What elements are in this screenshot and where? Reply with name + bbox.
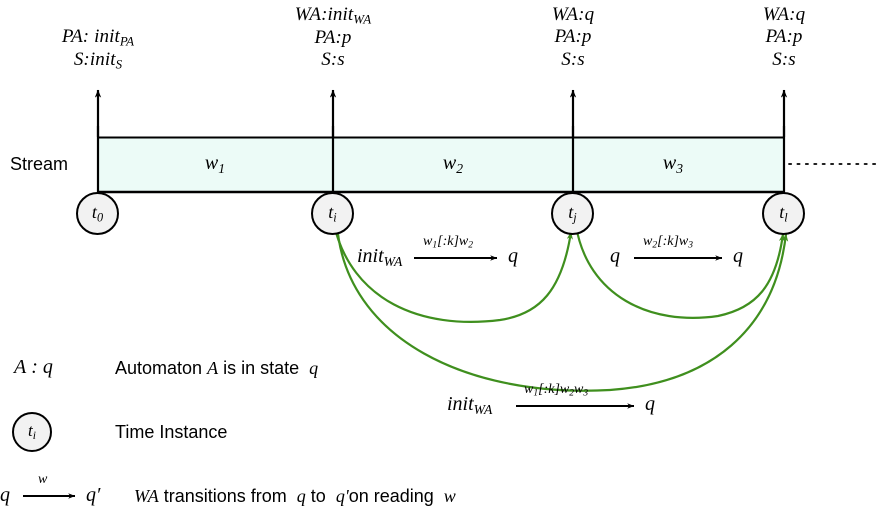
separator: : [321, 4, 328, 25]
state-label-group-tl: WA:q PA:p S:s [694, 4, 874, 71]
state-label-group-ti: WA:initWA PA:p S:s [243, 4, 423, 72]
automaton-name: WA [294, 4, 322, 25]
separator: : [575, 26, 582, 48]
separator: : [789, 4, 796, 25]
state-value: init [327, 4, 354, 25]
separator: : [83, 48, 90, 70]
state-label-group-t0: PA: initPA S:initS [8, 26, 188, 72]
state-value: s [337, 49, 345, 71]
automaton-name: WA [762, 4, 790, 25]
state-value: q [584, 4, 595, 25]
state-label-line: S:initS [8, 49, 188, 72]
transition-word-label-1: w1[:k]w2 [423, 234, 474, 251]
arc-ti-to-tl [335, 223, 789, 392]
legend-key-time-instance: ti [12, 412, 52, 452]
legend-key-transition-word: w [38, 472, 48, 487]
time-instance-label: tj [568, 201, 577, 225]
transition-target-1: q [508, 245, 518, 267]
automaton-name: S [73, 48, 84, 70]
state-value: init [94, 26, 120, 47]
transition-word-label-3: w1[:k]w2w3 [524, 382, 589, 399]
state-label-line: PA:p [243, 27, 423, 49]
state-label-line: WA:q [694, 4, 874, 26]
automaton-name: PA [554, 26, 576, 48]
legend-key-transition-to: q′ [86, 484, 101, 506]
transition-source-2: q [610, 245, 620, 267]
transition-source-1: initWA [357, 245, 403, 269]
window-label-w2: w2 [442, 152, 464, 176]
state-label-line: S:s [243, 49, 423, 71]
time-instance-ti[interactable]: ti [311, 192, 354, 235]
state-value: s [577, 48, 585, 70]
separator: : [786, 26, 793, 48]
transition-target-3: q [645, 393, 655, 415]
automaton-name: PA [765, 26, 787, 48]
state-value: s [788, 48, 796, 70]
state-label-line: PA: initPA [8, 26, 188, 49]
transition-source-3: initWA [447, 393, 493, 417]
time-instance-label: tl [779, 201, 788, 225]
legend-key-state-notation: A : q [14, 356, 53, 378]
time-instance-t0[interactable]: t0 [76, 192, 119, 235]
state-value: p [581, 26, 592, 48]
legend-key-transition-from: q [0, 484, 10, 506]
automaton-name: PA [314, 26, 336, 48]
state-label-group-tj: WA:q PA:p S:s [483, 4, 663, 71]
state-subscript: S [115, 56, 123, 72]
separator: : [335, 26, 342, 48]
state-value: q [795, 4, 806, 25]
state-value: init [89, 48, 116, 70]
state-subscript: PA [119, 33, 135, 49]
legend-description-time-instance: Time Instance [115, 422, 228, 442]
legend-time-instance-label: ti [28, 421, 36, 443]
state-label-line: WA:initWA [243, 4, 423, 27]
state-value: p [792, 26, 803, 48]
legend-description-state-notation: Automaton A is in state q [115, 358, 319, 378]
separator: : [330, 49, 338, 71]
time-instance-tl[interactable]: tl [762, 192, 805, 235]
state-label-line: WA:q [483, 4, 663, 26]
time-instance-label: ti [328, 201, 337, 225]
transition-target-2: q [733, 245, 743, 267]
arc-ti-to-tj [332, 224, 573, 323]
time-instance-label: t0 [91, 201, 104, 225]
state-label-line: PA:p [483, 26, 663, 48]
automaton-name: S [561, 48, 571, 70]
separator: : [578, 4, 585, 25]
separator: : [781, 48, 789, 70]
arc-tj-to-tl [574, 225, 786, 319]
legend-description-transition: WA transitions from q to q'on reading w [134, 486, 456, 506]
state-subscript: WA [353, 11, 372, 27]
separator: : [570, 48, 578, 70]
state-value: p [341, 26, 352, 48]
time-instance-tj[interactable]: tj [551, 192, 594, 235]
state-label-line: PA:p [694, 26, 874, 48]
transition-word-label-2: w2[:k]w3 [643, 234, 694, 251]
window-label-w1: w1 [204, 152, 226, 176]
state-label-line: S:s [694, 49, 874, 71]
state-label-line: S:s [483, 49, 663, 71]
automaton-name: S [321, 49, 331, 71]
stream-row-label: Stream [10, 154, 69, 174]
automaton-name: S [772, 48, 782, 70]
separator: : [82, 26, 90, 47]
stream-bar-fill [97, 137, 785, 192]
window-label-w3: w3 [662, 152, 684, 176]
automaton-name: PA [61, 26, 83, 47]
automaton-name: WA [551, 4, 579, 25]
